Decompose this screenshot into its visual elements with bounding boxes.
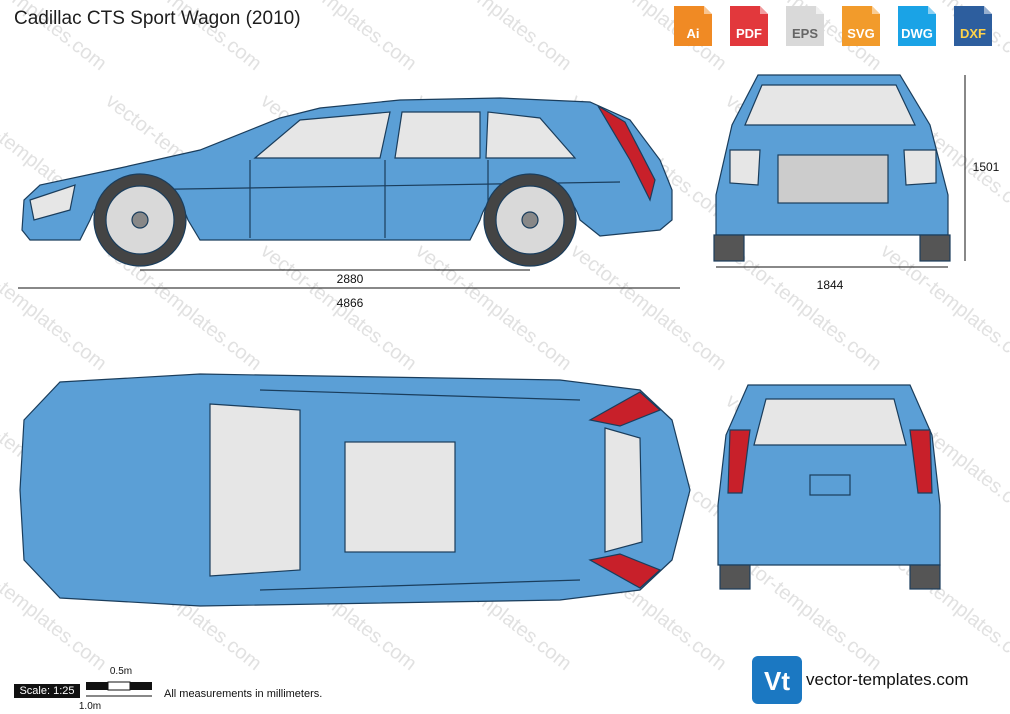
page-title: Cadillac CTS Sport Wagon (2010) [14, 8, 301, 29]
top-sunroof [344, 441, 456, 553]
eps-file-icon[interactable]: EPS [782, 4, 828, 48]
side-tail-light [597, 105, 656, 202]
top-windshield [209, 403, 301, 577]
brand-logo-icon: Vt [752, 656, 802, 704]
front-windshield [744, 84, 916, 126]
width-dimension: 1844 [816, 278, 844, 292]
scale-half-meter: 0.5m [109, 666, 133, 677]
front-grille [777, 154, 889, 204]
pdf-file-icon[interactable]: PDF [726, 4, 772, 48]
dwg-file-icon[interactable]: DWG [894, 4, 940, 48]
rear-window [753, 398, 907, 446]
brand-logo-text: Vt [764, 666, 790, 696]
side-window-middle [394, 111, 481, 159]
scale-meter: 1.0m [78, 701, 102, 712]
side-view [18, 97, 680, 289]
top-view [19, 373, 691, 607]
rear-plate [809, 474, 851, 496]
length-dimension: 4866 [336, 296, 364, 310]
rear-view [717, 384, 941, 590]
scale-bar [86, 681, 152, 697]
svg-file-icon[interactable]: SVG [838, 4, 884, 48]
top-rear-window [604, 427, 643, 553]
side-window-rear [485, 111, 577, 159]
top-tail-light-upper [588, 391, 662, 427]
rear-tail-light-right [909, 429, 933, 494]
top-tail-light-lower [588, 553, 662, 589]
side-headlight [29, 184, 76, 221]
front-view [713, 74, 966, 268]
brand-site[interactable]: vector-templates.com [806, 670, 969, 689]
scale-label: Scale: 1:25 [14, 684, 80, 698]
front-headlight-left [729, 149, 761, 186]
dxf-file-icon[interactable]: DXF [950, 4, 996, 48]
rear-tail-light-left [727, 429, 751, 494]
height-dimension: 1501 [972, 160, 1000, 174]
measurement-note: All measurements in millimeters. [164, 688, 323, 700]
front-headlight-right [903, 149, 937, 186]
ai-file-icon[interactable]: Ai [670, 4, 716, 48]
side-window-front [253, 111, 391, 159]
wheelbase-dimension: 2880 [336, 272, 364, 286]
